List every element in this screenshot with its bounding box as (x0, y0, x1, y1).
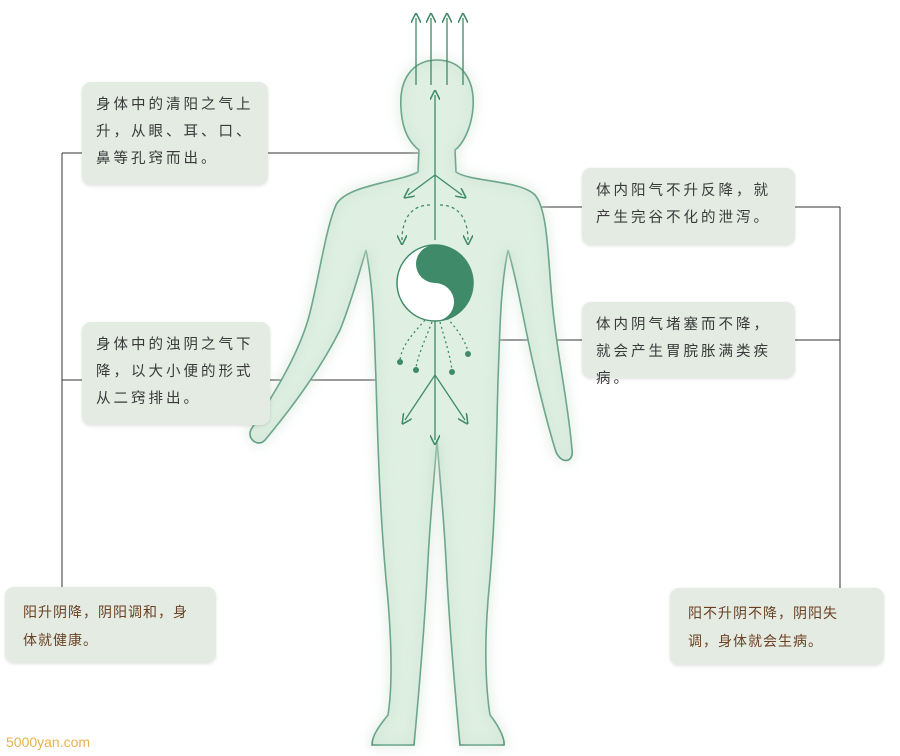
summary-sick: 阳不升阴不降，阴阳失调，身体就会生病。 (670, 588, 884, 665)
summary-text: 阳升阴降，阴阳调和，身体就健康。 (23, 605, 188, 649)
drops (397, 351, 471, 375)
annotation-clear-yang-rises: 身体中的清阳之气上升，从眼、耳、口、鼻等孔窍而出。 (82, 82, 268, 185)
annotation-yin-blocked: 体内阴气堵塞而不降，就会产生胃脘胀满类疾病。 (582, 302, 795, 387)
annotation-text: 身体中的浊阴之气下降，以大小便的形式从二窍排出。 (96, 337, 254, 407)
summary-text: 阳不升阴不降，阴阳失调，身体就会生病。 (688, 606, 838, 650)
annotation-turbid-yin-descends: 身体中的浊阴之气下降，以大小便的形式从二窍排出。 (82, 322, 270, 425)
annotation-text: 身体中的清阳之气上升，从眼、耳、口、鼻等孔窍而出。 (96, 97, 254, 167)
annotation-text: 体内阴气堵塞而不降，就会产生胃脘胀满类疾病。 (596, 317, 771, 387)
summary-healthy: 阳升阴降，阴阳调和，身体就健康。 (5, 587, 216, 663)
yin-yang-symbol (396, 244, 474, 322)
annotation-text: 体内阳气不升反降，就产生完谷不化的泄泻。 (596, 183, 771, 226)
qi-arrows-up (400, 18, 468, 440)
annotation-yang-descends: 体内阳气不升反降，就产生完谷不化的泄泻。 (582, 168, 795, 245)
watermark: 5000yan.com (6, 734, 91, 750)
